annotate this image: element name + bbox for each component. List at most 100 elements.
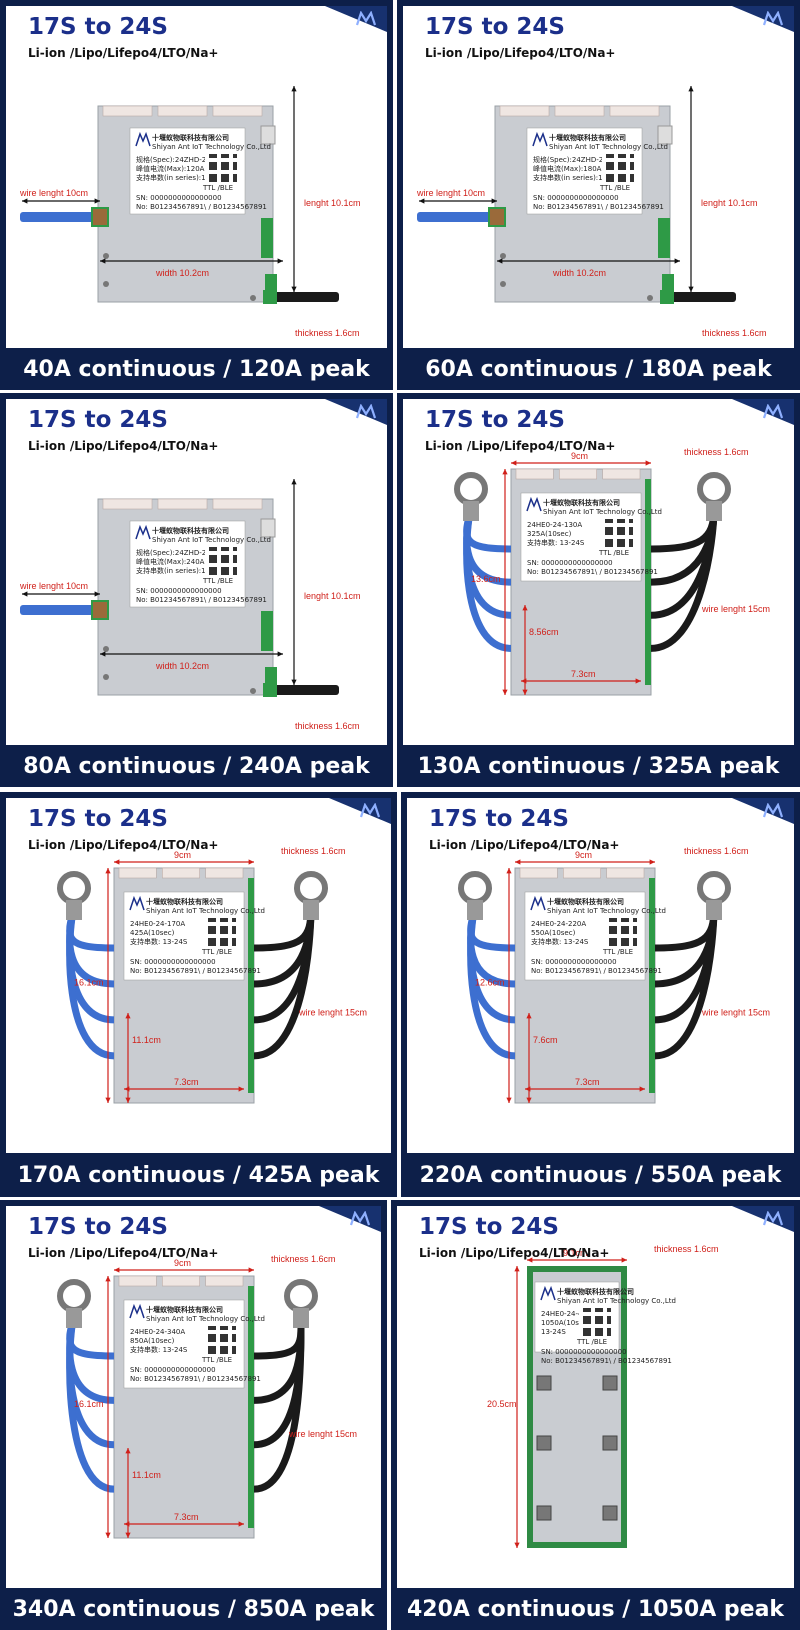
mount-hole	[500, 253, 506, 259]
green-terminal	[265, 274, 277, 290]
current-rating: 220A continuous / 550A peak	[419, 1162, 782, 1188]
serial-number: SN: 0000000000000000	[531, 958, 617, 966]
corner-ribbon	[732, 6, 794, 32]
chemistry-subtitle: Li-ion /Lipo/Lifepo4/LTO/Na+	[28, 439, 219, 453]
width-label: 9cm	[571, 451, 588, 461]
cable-bundle	[463, 508, 718, 652]
ant-logo-icon	[532, 131, 548, 147]
company-name-en: Shiyan Ant IoT Technology Co.,Ltd	[557, 1297, 676, 1305]
qr-code-icon	[205, 547, 237, 575]
ant-logo-icon	[129, 1303, 145, 1319]
chemistry-subtitle: Li-ion /Lipo/Lifepo4/LTO/Na+	[425, 439, 616, 453]
thickness-label: thickness 1.6cm	[684, 846, 749, 856]
max-current-text: 峰值电流(Max):240A(10sec)	[136, 557, 231, 566]
board-number: No: B01234567891\ / B01234567891	[136, 596, 267, 604]
header-connectors	[102, 498, 263, 510]
thickness-label: thickness 1.6cm	[702, 328, 767, 338]
screw-terminal-icon	[536, 1505, 552, 1521]
current-rating: 170A continuous / 425A peak	[17, 1162, 380, 1188]
height-label: 16.1cm	[74, 978, 104, 988]
ttl-ble-text: TTL /BLE	[598, 549, 629, 557]
spec-text: 24HE0-24-420A	[541, 1310, 596, 1318]
width-label: 9cm	[174, 1258, 191, 1268]
wire-length-label: wire lenght 15cm	[288, 1429, 357, 1439]
width-label: width 10.2cm	[155, 268, 209, 278]
black-wire	[650, 508, 718, 652]
dimension-lines	[502, 460, 651, 695]
ring-terminal-icon	[294, 871, 328, 920]
width-label: width 10.2cm	[155, 661, 209, 671]
bottom-width-label: 7.3cm	[575, 1077, 600, 1087]
series-text: 支持串数(in series):17-24S	[136, 173, 226, 182]
company-name-en: Shiyan Ant IoT Technology Co.,Ltd	[549, 143, 668, 151]
qr-code-icon	[579, 1308, 611, 1336]
wire-terminal	[660, 290, 674, 304]
series-text: 支持串数(in series):17-24S	[136, 566, 226, 575]
thickness-label: thickness 1.6cm	[295, 721, 360, 731]
brand-logo-icon	[359, 803, 381, 818]
series-text: 支持串数: 13-24S	[531, 937, 589, 946]
ttl-ble-text: TTL /BLE	[201, 948, 232, 956]
brand-logo-icon	[349, 1211, 371, 1226]
width-label: width 10.2cm	[552, 268, 606, 278]
ring-terminal-icon	[697, 871, 731, 920]
dimension-lines	[105, 1267, 254, 1538]
mount-hole	[103, 253, 109, 259]
header-connectors	[515, 468, 641, 480]
screw-terminal-icon	[602, 1435, 618, 1451]
inner-height-label: 8.56cm	[529, 627, 559, 637]
side-connector	[657, 125, 673, 145]
ant-logo-icon	[540, 1285, 556, 1301]
wire-length-label: wire lenght 10cm	[19, 581, 88, 591]
corner-ribbon	[732, 399, 794, 425]
width-label: 9cm	[174, 850, 191, 860]
wire-length-label: wire lenght 15cm	[701, 604, 770, 614]
qr-code-icon	[605, 918, 637, 946]
brand-logo-icon	[762, 11, 784, 26]
series-title: 17S to 24S	[28, 407, 168, 433]
corner-ribbon	[325, 6, 387, 32]
company-name-cn: 十堰蚁物联科技有限公司	[557, 1287, 634, 1296]
width-label: 9.1cm	[563, 1248, 588, 1258]
blue-wire	[417, 212, 497, 222]
green-terminal	[261, 218, 273, 258]
series-title: 17S to 24S	[425, 14, 565, 40]
company-name-cn: 十堰蚁物联科技有限公司	[146, 1305, 223, 1314]
board-number: No: B01234567891\ / B01234567891	[527, 568, 658, 576]
wire-length-label: wire lenght 15cm	[701, 1008, 770, 1018]
max-current-text: 550A(10sec)	[531, 929, 576, 937]
thickness-label: thickness 1.6cm	[684, 447, 749, 457]
wire-length-label: wire lenght 10cm	[19, 188, 88, 198]
cable-bundle	[66, 907, 315, 1060]
board-number: No: B01234567891\ / B01234567891	[130, 1375, 261, 1383]
mount-hole	[103, 674, 109, 680]
corner-ribbon	[329, 798, 391, 824]
max-current-text: 850A(10sec)	[130, 1337, 175, 1345]
series-title: 17S to 24S	[28, 806, 168, 832]
chemistry-subtitle: Li-ion /Lipo/Lifepo4/LTO/Na+	[28, 838, 219, 852]
qr-code-icon	[205, 154, 237, 182]
green-terminal	[658, 218, 670, 258]
chemistry-subtitle: Li-ion /Lipo/Lifepo4/LTO/Na+	[429, 838, 620, 852]
qr-code-icon	[602, 154, 634, 182]
brand-logo-icon	[355, 404, 377, 419]
blue-wire	[66, 907, 115, 1060]
series-title: 17S to 24S	[28, 1214, 168, 1240]
series-text: 支持串数: 13-24S	[130, 1345, 188, 1354]
blue-wire	[467, 907, 516, 1060]
blue-wire	[20, 212, 100, 222]
inner-height-label: 11.1cm	[132, 1470, 161, 1480]
dimension-lines	[419, 86, 694, 292]
black-wire	[263, 292, 339, 302]
corner-ribbon	[319, 1206, 381, 1232]
company-name-en: Shiyan Ant IoT Technology Co.,Ltd	[152, 143, 271, 151]
company-name-en: Shiyan Ant IoT Technology Co.,Ltd	[146, 1315, 265, 1323]
